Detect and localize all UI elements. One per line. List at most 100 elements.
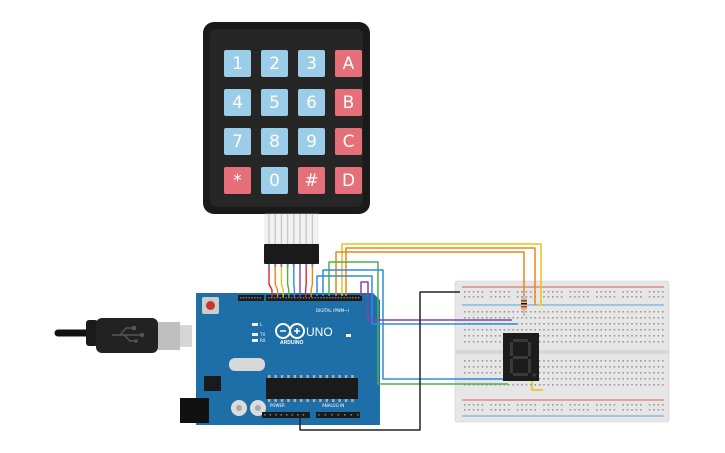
breadboard-hole: [494, 341, 497, 343]
breadboard-hole: [494, 372, 497, 374]
key-cap[interactable]: [224, 89, 251, 116]
keypad-wire[interactable]: [286, 267, 290, 297]
key-cap[interactable]: [298, 167, 325, 194]
pin-hole: [334, 297, 337, 299]
key-cap[interactable]: [335, 167, 362, 194]
pin-hole: [280, 414, 283, 416]
digital-header-label: DIGITAL (PWM~): [316, 308, 350, 313]
breadboard-hole: [591, 329, 594, 331]
keypad-wire[interactable]: [268, 267, 273, 297]
keypad-key-b[interactable]: B: [335, 89, 362, 116]
key-cap[interactable]: [298, 89, 325, 116]
breadboard-hole: [618, 360, 620, 362]
breadboard-hole: [631, 378, 633, 380]
key-cap[interactable]: [335, 89, 362, 116]
usb-cable[interactable]: [54, 318, 192, 353]
breadboard-hole: [609, 296, 611, 298]
breadboard-hole: [494, 366, 497, 368]
chip-pin: [325, 375, 328, 378]
breadboard-hole: [569, 360, 572, 362]
breadboard-hole: [574, 323, 576, 325]
breadboard-hole: [653, 384, 655, 386]
breadboard-hole: [600, 341, 602, 343]
keypad-key-4[interactable]: 4: [224, 89, 251, 116]
keypad-key-0[interactable]: 0: [261, 167, 288, 194]
keypad-wire[interactable]: [293, 267, 296, 297]
breadboard-hole: [481, 311, 484, 313]
key-cap[interactable]: [261, 50, 288, 77]
wire-green[interactable]: [328, 261, 508, 385]
key-cap[interactable]: [261, 89, 288, 116]
key-cap[interactable]: [261, 128, 288, 155]
key-cap[interactable]: [335, 50, 362, 77]
pin-hole: [270, 297, 273, 299]
reset-button-cap[interactable]: [206, 301, 215, 310]
breadboard-hole: [477, 372, 479, 374]
breadboard-hole: [464, 404, 466, 406]
wire-orange-top[interactable]: [345, 247, 536, 305]
breadboard-hole: [494, 296, 497, 298]
breadboard-hole: [604, 335, 607, 337]
key-cap[interactable]: [224, 128, 251, 155]
keypad-key-5[interactable]: 5: [261, 89, 288, 116]
breadboard-hole: [631, 329, 633, 331]
keypad-key-hash[interactable]: #: [298, 167, 325, 194]
breadboard-hole: [631, 366, 633, 368]
arduino-uno-board[interactable]: DIGITAL (PWM~) ARDUINO UNO L TX RX: [180, 293, 380, 425]
keypad-key-star[interactable]: *: [224, 167, 251, 194]
breadboard-hole: [521, 311, 523, 313]
keypad-key-c[interactable]: C: [335, 128, 362, 155]
breadboard-hole: [477, 329, 479, 331]
seven-segment-display[interactable]: [503, 333, 539, 381]
breadboard-hole: [640, 384, 642, 386]
key-cap[interactable]: [335, 128, 362, 155]
keypad-key-3[interactable]: 3: [298, 50, 325, 77]
chip-pin: [332, 375, 335, 378]
pin-hole: [291, 414, 294, 416]
keypad-wire[interactable]: [304, 267, 307, 297]
chip-pin: [287, 375, 290, 378]
key-cap[interactable]: [298, 128, 325, 155]
keypad-key-8[interactable]: 8: [261, 128, 288, 155]
jumper-wires[interactable]: [268, 243, 543, 431]
wire-purple[interactable]: [360, 281, 512, 321]
key-cap[interactable]: [224, 167, 251, 194]
breadboard-hole: [644, 329, 646, 331]
breadboard-hole: [596, 366, 598, 368]
wire-black-gnd[interactable]: [299, 291, 460, 431]
wire-orange-resistor[interactable]: [335, 251, 525, 296]
resistor-band-2: [521, 303, 527, 305]
keypad-key-a[interactable]: A: [335, 50, 362, 77]
keypad-key-2[interactable]: 2: [261, 50, 288, 77]
resistor[interactable]: [521, 293, 527, 316]
keypad-key-d[interactable]: D: [335, 167, 362, 194]
breadboard-hole: [640, 329, 642, 331]
breadboard-hole: [556, 404, 558, 406]
breadboard-hole: [635, 329, 638, 331]
breadboard-hole: [640, 360, 642, 362]
breadboard-hole: [600, 404, 602, 406]
keypad-key-6[interactable]: 6: [298, 89, 325, 116]
breadboard-hole: [490, 329, 492, 331]
breadboard[interactable]: [454, 280, 670, 423]
breadboard-hole: [574, 296, 576, 298]
keypad-key-7[interactable]: 7: [224, 128, 251, 155]
breadboard-hole: [600, 296, 602, 298]
keypad-wire[interactable]: [310, 267, 314, 297]
keypad-wire[interactable]: [280, 267, 284, 297]
key-cap[interactable]: [298, 50, 325, 77]
breadboard-hole: [622, 341, 624, 343]
wire-blue-long[interactable]: [322, 269, 503, 380]
keypad-wire[interactable]: [274, 267, 279, 297]
pin-hole: [340, 297, 342, 299]
keypad-key-1[interactable]: 1: [224, 50, 251, 77]
key-cap[interactable]: [224, 50, 251, 77]
breadboard-hole: [565, 384, 567, 386]
breadboard-hole: [556, 378, 558, 380]
breadboard-hole: [565, 317, 567, 319]
key-cap[interactable]: [261, 167, 288, 194]
breadboard-hole: [613, 360, 616, 362]
keypad-key-9[interactable]: 9: [298, 128, 325, 155]
